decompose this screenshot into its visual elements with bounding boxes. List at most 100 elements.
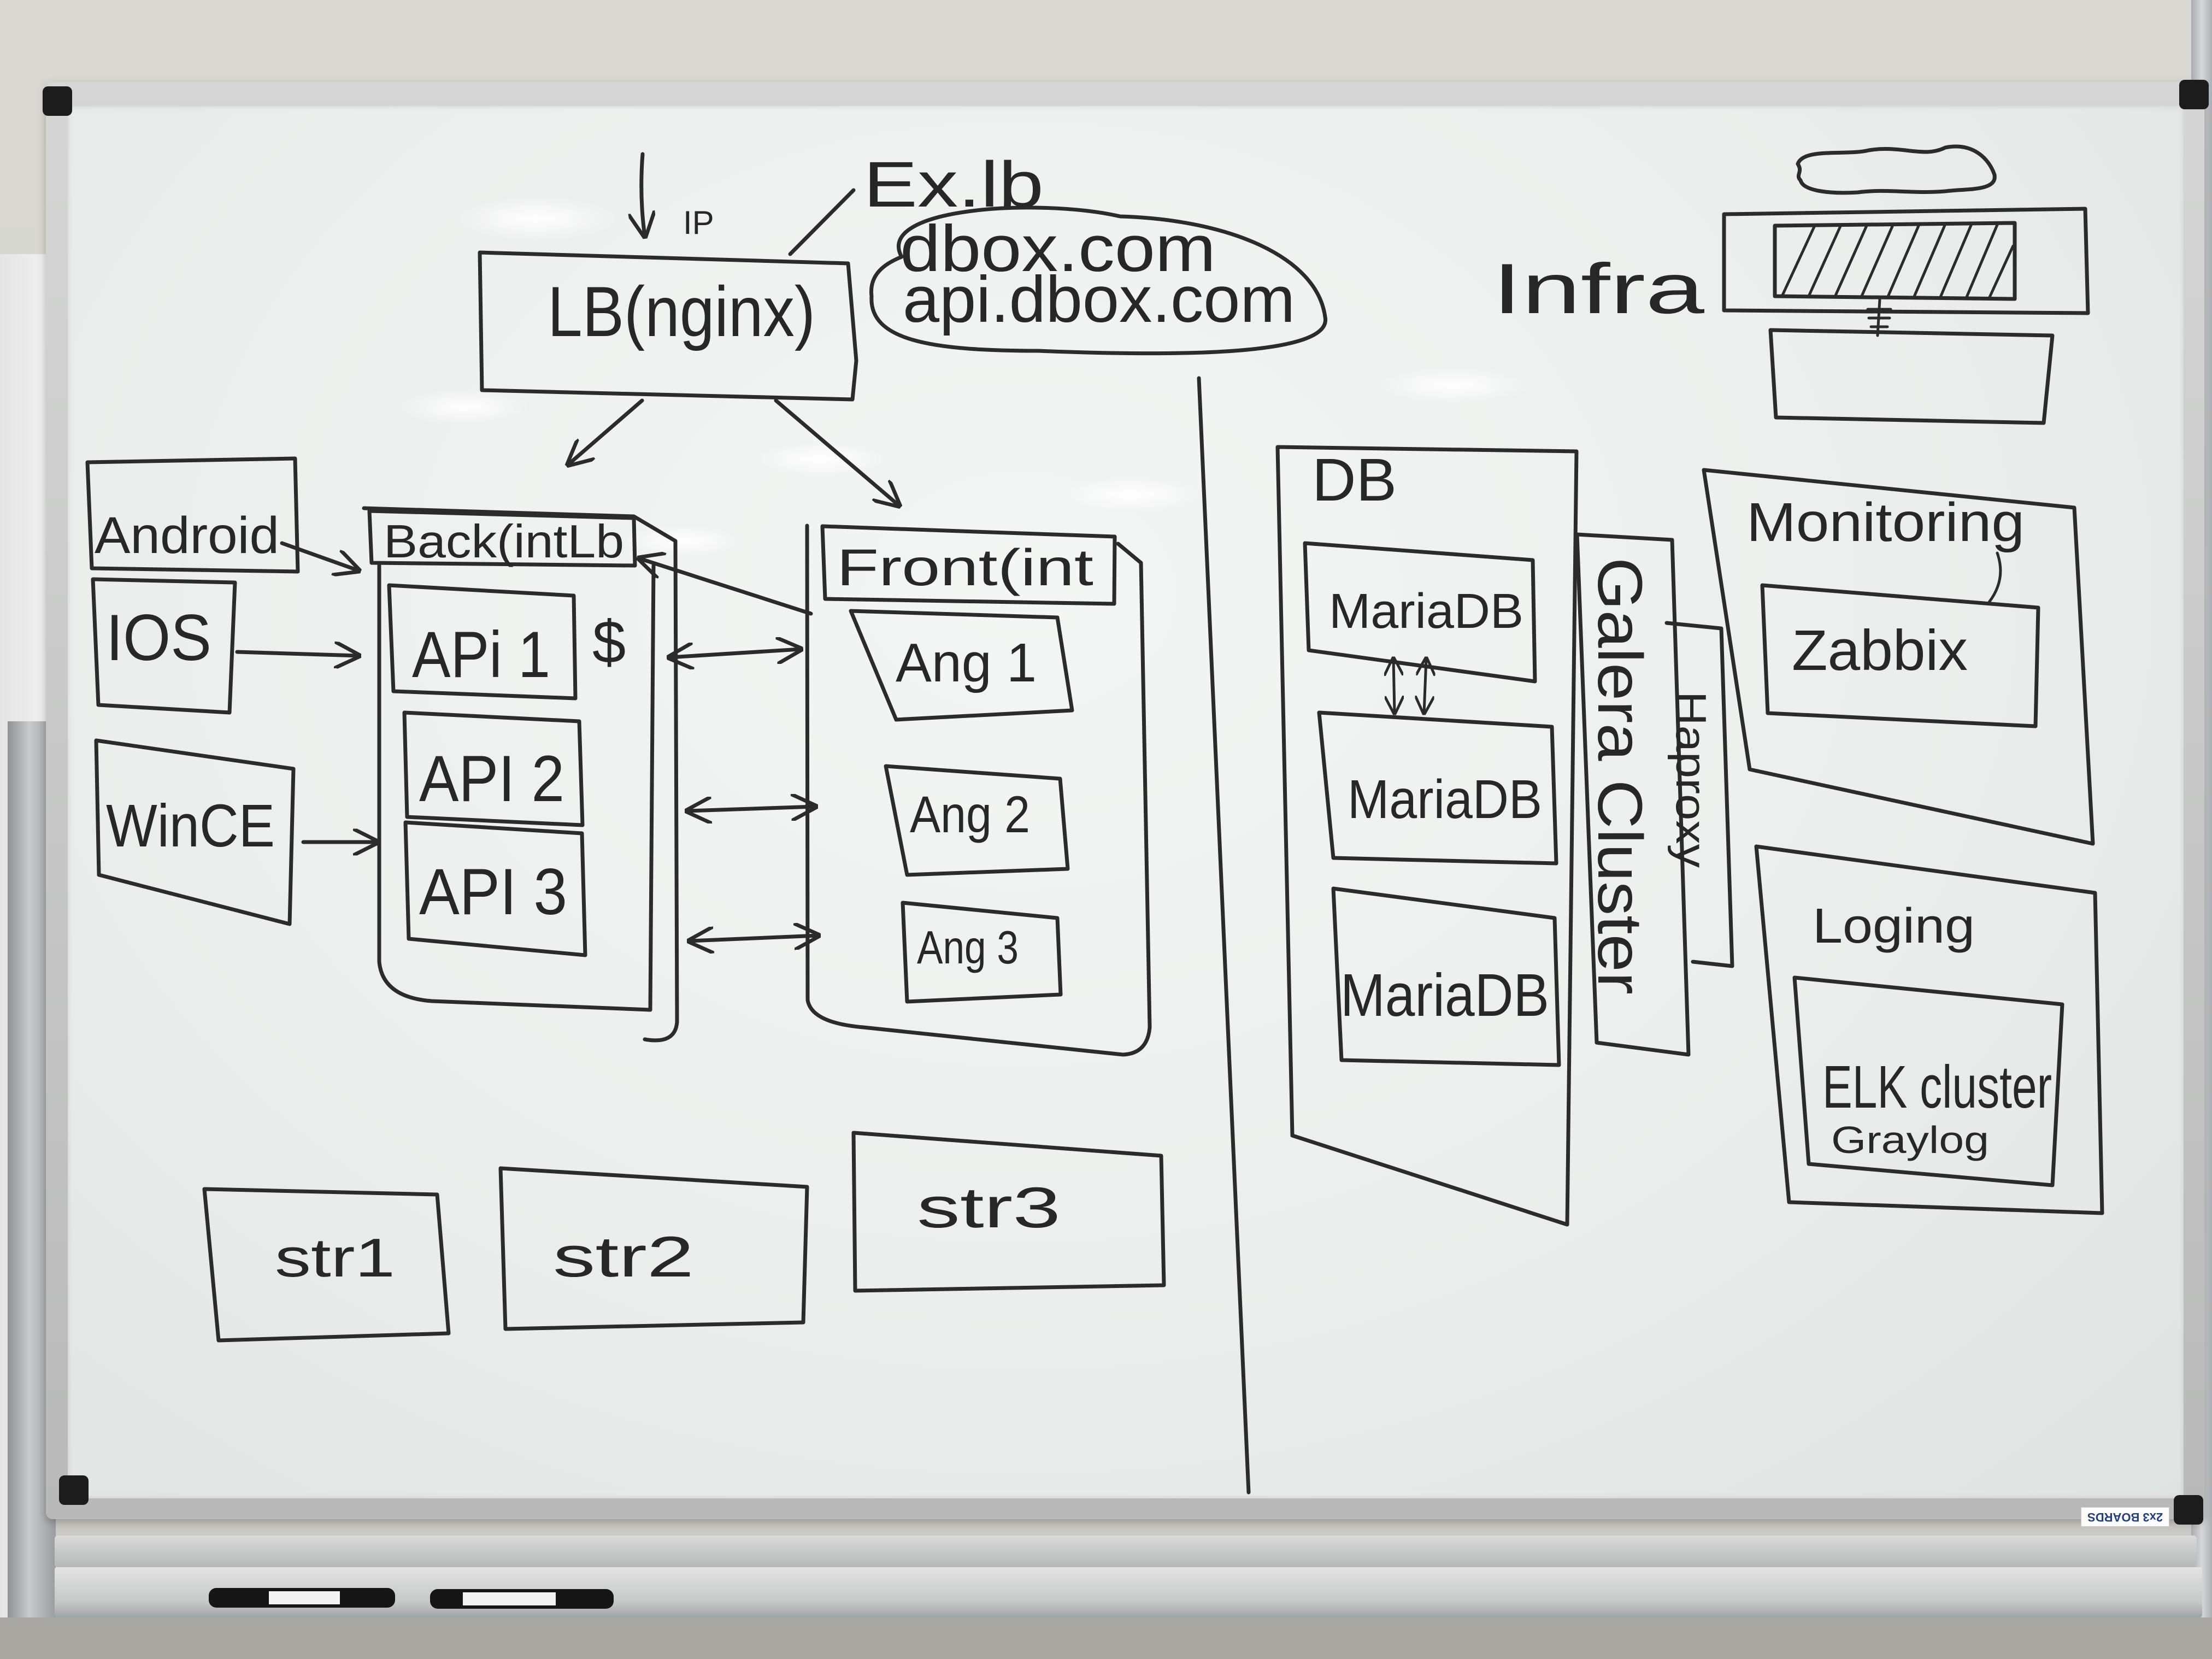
infra-lower-box <box>1768 328 2055 425</box>
marker-pen <box>430 1589 614 1609</box>
haproxy-box <box>1664 621 1734 968</box>
ex-lb-connector <box>788 188 856 256</box>
client-label-android: Android <box>95 507 279 564</box>
infra-label: Infra <box>1492 249 1705 328</box>
api-label-3: API 3 <box>419 855 567 928</box>
monitoring-connector <box>1987 551 2002 604</box>
zabbix-label: Zabbix <box>1792 619 1968 683</box>
client-box-ios <box>91 577 237 715</box>
elk-cluster-box <box>1792 975 2064 1187</box>
monitoring-label: Monitoring <box>1746 492 2025 553</box>
db-container <box>1275 445 1579 1227</box>
api-box-1 <box>387 583 578 701</box>
handwritten-labels: IP Ex.lb LB(nginx) dbox.com api.dbox.com… <box>95 149 2052 1289</box>
frame-corner-cap <box>2174 1495 2203 1525</box>
frame-corner-cap <box>2179 80 2209 109</box>
storage-label-3: str3 <box>917 1176 1061 1240</box>
ang-box-3 <box>901 901 1063 1004</box>
api-cost-note: $ <box>592 609 626 676</box>
mariadb-box-1 <box>1303 541 1537 684</box>
domain-label: dbox.com <box>900 212 1216 285</box>
mariadb-box-3 <box>1331 886 1561 1067</box>
marker-pen-label <box>463 1592 556 1605</box>
section-divider-line <box>1197 376 1251 1495</box>
infra-connector <box>1866 298 1892 337</box>
api1-ang1-double-arrow <box>669 649 801 657</box>
db-label: DB <box>1312 446 1397 514</box>
storage-box-2 <box>498 1166 809 1331</box>
api3-ang3-double-arrow <box>690 936 818 941</box>
frontend-label: Front(int <box>837 539 1093 597</box>
glare-spot <box>399 390 530 425</box>
glare-spot <box>1377 367 1530 404</box>
domain-label: api.dbox.com <box>903 263 1295 336</box>
ang-label-1: Ang 1 <box>896 632 1037 693</box>
marker-tray <box>55 1567 2202 1617</box>
api2-ang2-double-arrow <box>687 807 815 811</box>
api-label-1: APi 1 <box>412 618 550 691</box>
domains-cloud <box>869 205 1327 356</box>
glare-spot <box>754 443 885 475</box>
backend-label: Back(intLb <box>384 516 624 568</box>
marker-pen <box>209 1588 395 1608</box>
mariadb-label-3: MariaDB <box>1340 962 1549 1029</box>
infra-hatching <box>1781 222 2015 300</box>
ang-label-3: Ang 3 <box>917 922 1019 974</box>
lb-to-frontend-arrow <box>774 398 899 505</box>
whiteboard-surface <box>68 106 2184 1498</box>
replication-double-arrow <box>1393 658 1395 713</box>
glare-spot <box>1060 478 1202 511</box>
infra-cloud-sketch <box>1796 144 1997 195</box>
api-box-3 <box>403 820 587 957</box>
marker-tray-rail <box>55 1536 2197 1567</box>
backend-inner-container <box>377 563 656 1012</box>
client-box-wince <box>94 738 296 926</box>
ex-lb-label: Ex.lb <box>863 149 1044 221</box>
replication-double-arrow <box>1424 658 1426 713</box>
frontend-to-backend-arrow <box>639 558 813 616</box>
lb-to-backend-arrow <box>568 398 644 464</box>
haproxy-label: Haproxy <box>1667 691 1715 868</box>
frame-corner-cap <box>59 1475 89 1505</box>
monitoring-box <box>1702 468 2095 846</box>
android-to-backend-arrow <box>280 541 358 570</box>
ang-label-2: Ang 2 <box>910 786 1030 844</box>
ios-to-backend-arrow <box>235 652 358 656</box>
brand-logo: 2x3 BOARDS <box>2081 1507 2169 1527</box>
mariadb-label-2: MariaDB <box>1348 769 1542 830</box>
glare-spot <box>454 197 617 240</box>
ip-arrow <box>642 152 645 236</box>
galera-cluster-box <box>1575 532 1691 1057</box>
ink-strokes <box>85 144 2104 1495</box>
storage-label-2: str2 <box>553 1225 694 1289</box>
client-label-ios: IOS <box>106 601 211 674</box>
light-reflections <box>399 197 1530 556</box>
lb-box <box>478 250 858 402</box>
client-label-wince: WinCE <box>106 792 275 860</box>
storage-label-1: str1 <box>275 1227 395 1289</box>
galera-cluster-label: Galera Cluster <box>1585 557 1655 995</box>
logging-box <box>1754 844 2104 1215</box>
ang-box-2 <box>884 764 1070 877</box>
infra-outer-rack <box>1722 207 2090 315</box>
frontend-outer-container <box>805 523 1152 1057</box>
api-box-2 <box>402 710 585 827</box>
lb-label: LB(nginx) <box>548 272 815 351</box>
floor <box>0 1617 2212 1659</box>
api-label-2: API 2 <box>419 742 564 815</box>
frontend-header-box <box>820 524 1117 606</box>
client-box-android <box>85 456 300 574</box>
storage-box-3 <box>851 1131 1166 1293</box>
frame-corner-cap <box>43 86 72 116</box>
zabbix-box <box>1760 583 2040 728</box>
logging-label: Loging <box>1813 899 1975 954</box>
mariadb-label-1: MariaDB <box>1329 584 1523 639</box>
mariadb-box-2 <box>1317 710 1558 866</box>
ang-box-1 <box>849 609 1074 722</box>
ip-label: IP <box>683 204 714 241</box>
elk-cluster-label: ELK cluster <box>1822 1054 2052 1121</box>
infra-server-box <box>1773 221 2017 301</box>
backend-outer-container <box>362 506 679 1043</box>
